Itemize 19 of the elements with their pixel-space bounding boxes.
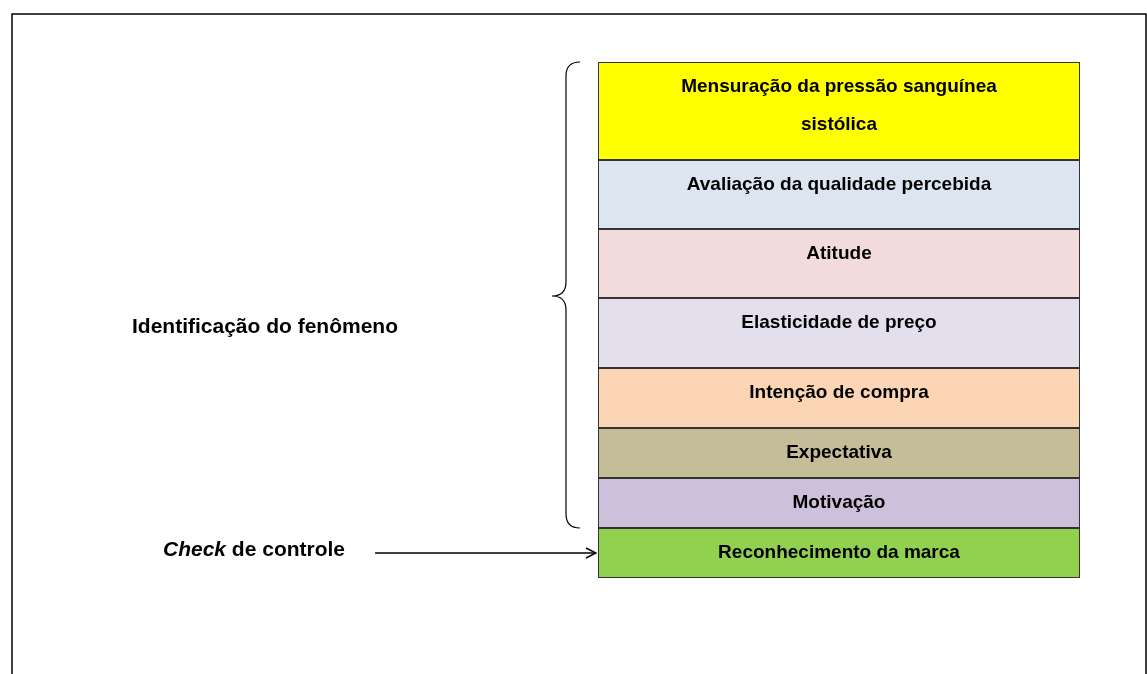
layer-text: Motivação: [792, 491, 886, 512]
layer-box: [598, 428, 1080, 478]
layer-box: [598, 368, 1080, 428]
layer-text: Avaliação da qualidade percebida: [686, 173, 992, 194]
layer-box: [598, 478, 1080, 528]
layer-box: [598, 528, 1080, 578]
bracket-label: Identificação do fenômeno: [132, 314, 399, 338]
layer-box: [598, 62, 1080, 160]
layer-box: [598, 160, 1080, 229]
layer-text: Atitude: [806, 242, 872, 263]
layer-text: Mensuração da pressão sanguínea sistólica: [681, 75, 997, 134]
layer-text: Reconhecimento da marca: [718, 541, 960, 562]
layer-text: Expectativa: [786, 441, 892, 462]
layer-text: Intenção de compra: [749, 381, 929, 402]
layer-box: [598, 229, 1080, 298]
text-label: Check de controle: [163, 537, 346, 561]
layer-box: [598, 298, 1080, 368]
layer-text: Elasticidade de preço: [741, 311, 937, 332]
arrow: [374, 547, 597, 559]
